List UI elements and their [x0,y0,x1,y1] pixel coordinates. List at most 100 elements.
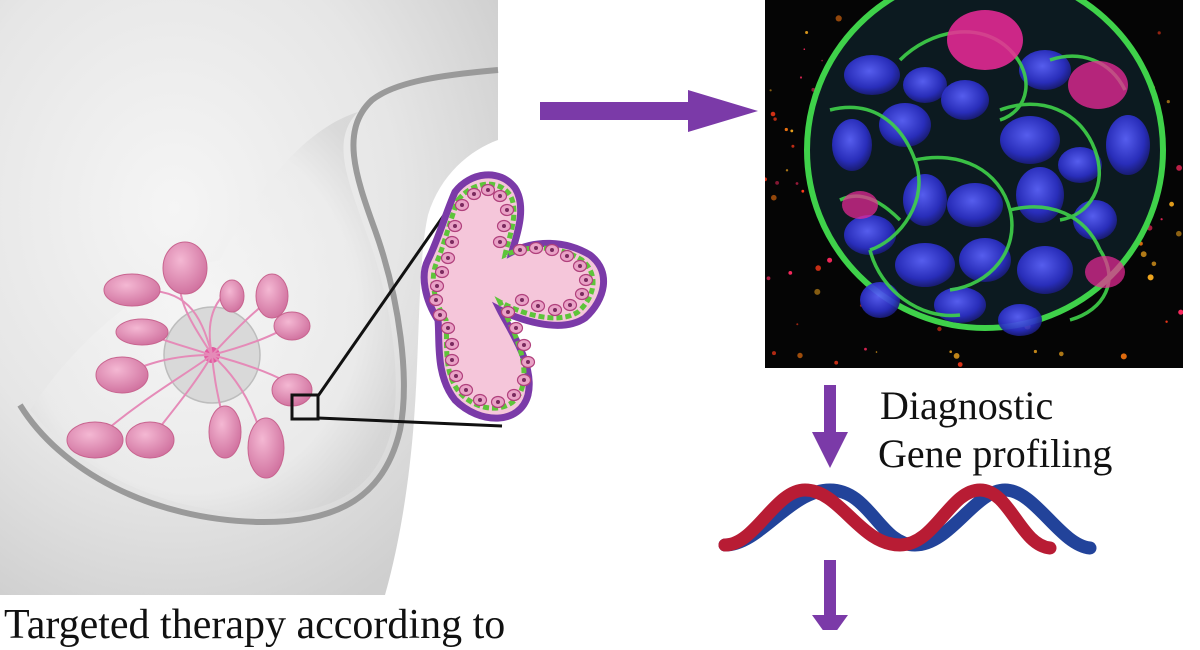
speckle [805,31,809,34]
lobule-cell [559,249,575,263]
lobule-cell [496,219,512,233]
nucleus [1019,50,1071,90]
speckle [821,59,823,62]
speckle [1160,218,1163,221]
lobule-cell [574,287,590,301]
speckle [949,350,952,354]
nucleus [934,287,986,323]
speckle [875,351,878,353]
speckle [788,271,793,275]
speckle [1166,100,1170,104]
arrow-down-icon [812,385,848,468]
lobule-cell [454,198,470,212]
lobule-cells [428,183,594,409]
speckle [864,347,867,351]
mammary-lobules [66,241,313,479]
lobule-cell [492,189,508,203]
lobule-cell [530,299,546,313]
speckle [766,276,771,281]
speckle [801,189,805,193]
speckle [1178,309,1183,315]
lobule-cell [499,203,515,217]
lobule-cell [466,187,482,201]
speckle [835,15,842,22]
speckle [1165,320,1168,323]
magenta-cluster [947,10,1023,70]
nucleus [895,243,955,287]
lobule-cell [444,353,460,367]
magenta-cluster [842,191,878,219]
speckle [795,182,799,185]
speckle [775,181,779,185]
step-label-diagnostic: Diagnostic [880,383,1054,428]
speckle [771,194,777,201]
nucleus [1000,116,1060,164]
nucleus [879,103,931,147]
speckle [799,76,803,79]
speckle [796,323,799,326]
nucleus [1073,200,1117,240]
nucleus [947,183,1003,227]
speckle [785,169,789,172]
nucleus [832,119,872,171]
lobule-cell [578,273,594,287]
speckle [827,257,833,263]
nucleus [860,282,900,318]
step-label-gene-profiling: Gene profiling [878,431,1113,476]
nucleus [1058,147,1102,183]
lobule-cell [428,293,444,307]
speckle [937,326,942,332]
lobule-cell [458,383,474,397]
organoid-micrograph [765,0,1183,368]
lobule-outer-membrane [420,171,608,422]
nucleus [941,80,989,120]
speckle [1147,274,1154,281]
nucleus [844,55,900,95]
speckle [1059,351,1064,357]
magenta-cluster [1085,256,1125,288]
lobule-cell [512,243,528,257]
lobule-cell [520,355,536,369]
speckle [791,144,795,148]
lobule-cell [528,241,544,255]
lobule-cell [448,369,464,383]
figure-canvas [0,0,1183,630]
nucleus [1016,167,1064,223]
speckle [1033,349,1037,354]
zoom-selection-box [290,393,320,421]
lobule-cell [506,388,522,402]
speckle [770,111,776,117]
nucleus [959,238,1011,282]
speckle [803,48,806,50]
lobule-cell [514,293,530,307]
speckle [1140,251,1147,258]
arrow-right-icon [540,90,758,132]
speckle [814,288,821,295]
lobule-cell [562,298,578,312]
speckle [953,353,960,359]
lobule-cell [432,308,448,322]
flow-arrows [540,90,848,630]
lobule-cell [492,235,508,249]
magnified-lobule [420,171,608,422]
lobule-cell [516,373,532,387]
speckle [834,360,839,365]
nucleus [998,304,1042,336]
speckle [784,127,788,132]
lobule-cell [472,393,488,407]
arrow-down-icon [812,560,848,630]
speckle [1176,230,1182,237]
speckle [769,89,772,92]
speckle [1120,353,1127,360]
lobule-cell [444,235,460,249]
speckle [815,265,821,271]
lobule-cell [440,251,456,265]
dna-double-helix-icon [718,483,1097,555]
breast-anatomy-illustration [0,0,503,595]
nucleus [1106,115,1150,175]
lobule-cell [444,337,460,351]
lobule-cell [440,321,456,335]
lobule-cell [500,305,516,319]
micrograph-nuclei [832,50,1150,336]
speckle [1151,261,1157,267]
